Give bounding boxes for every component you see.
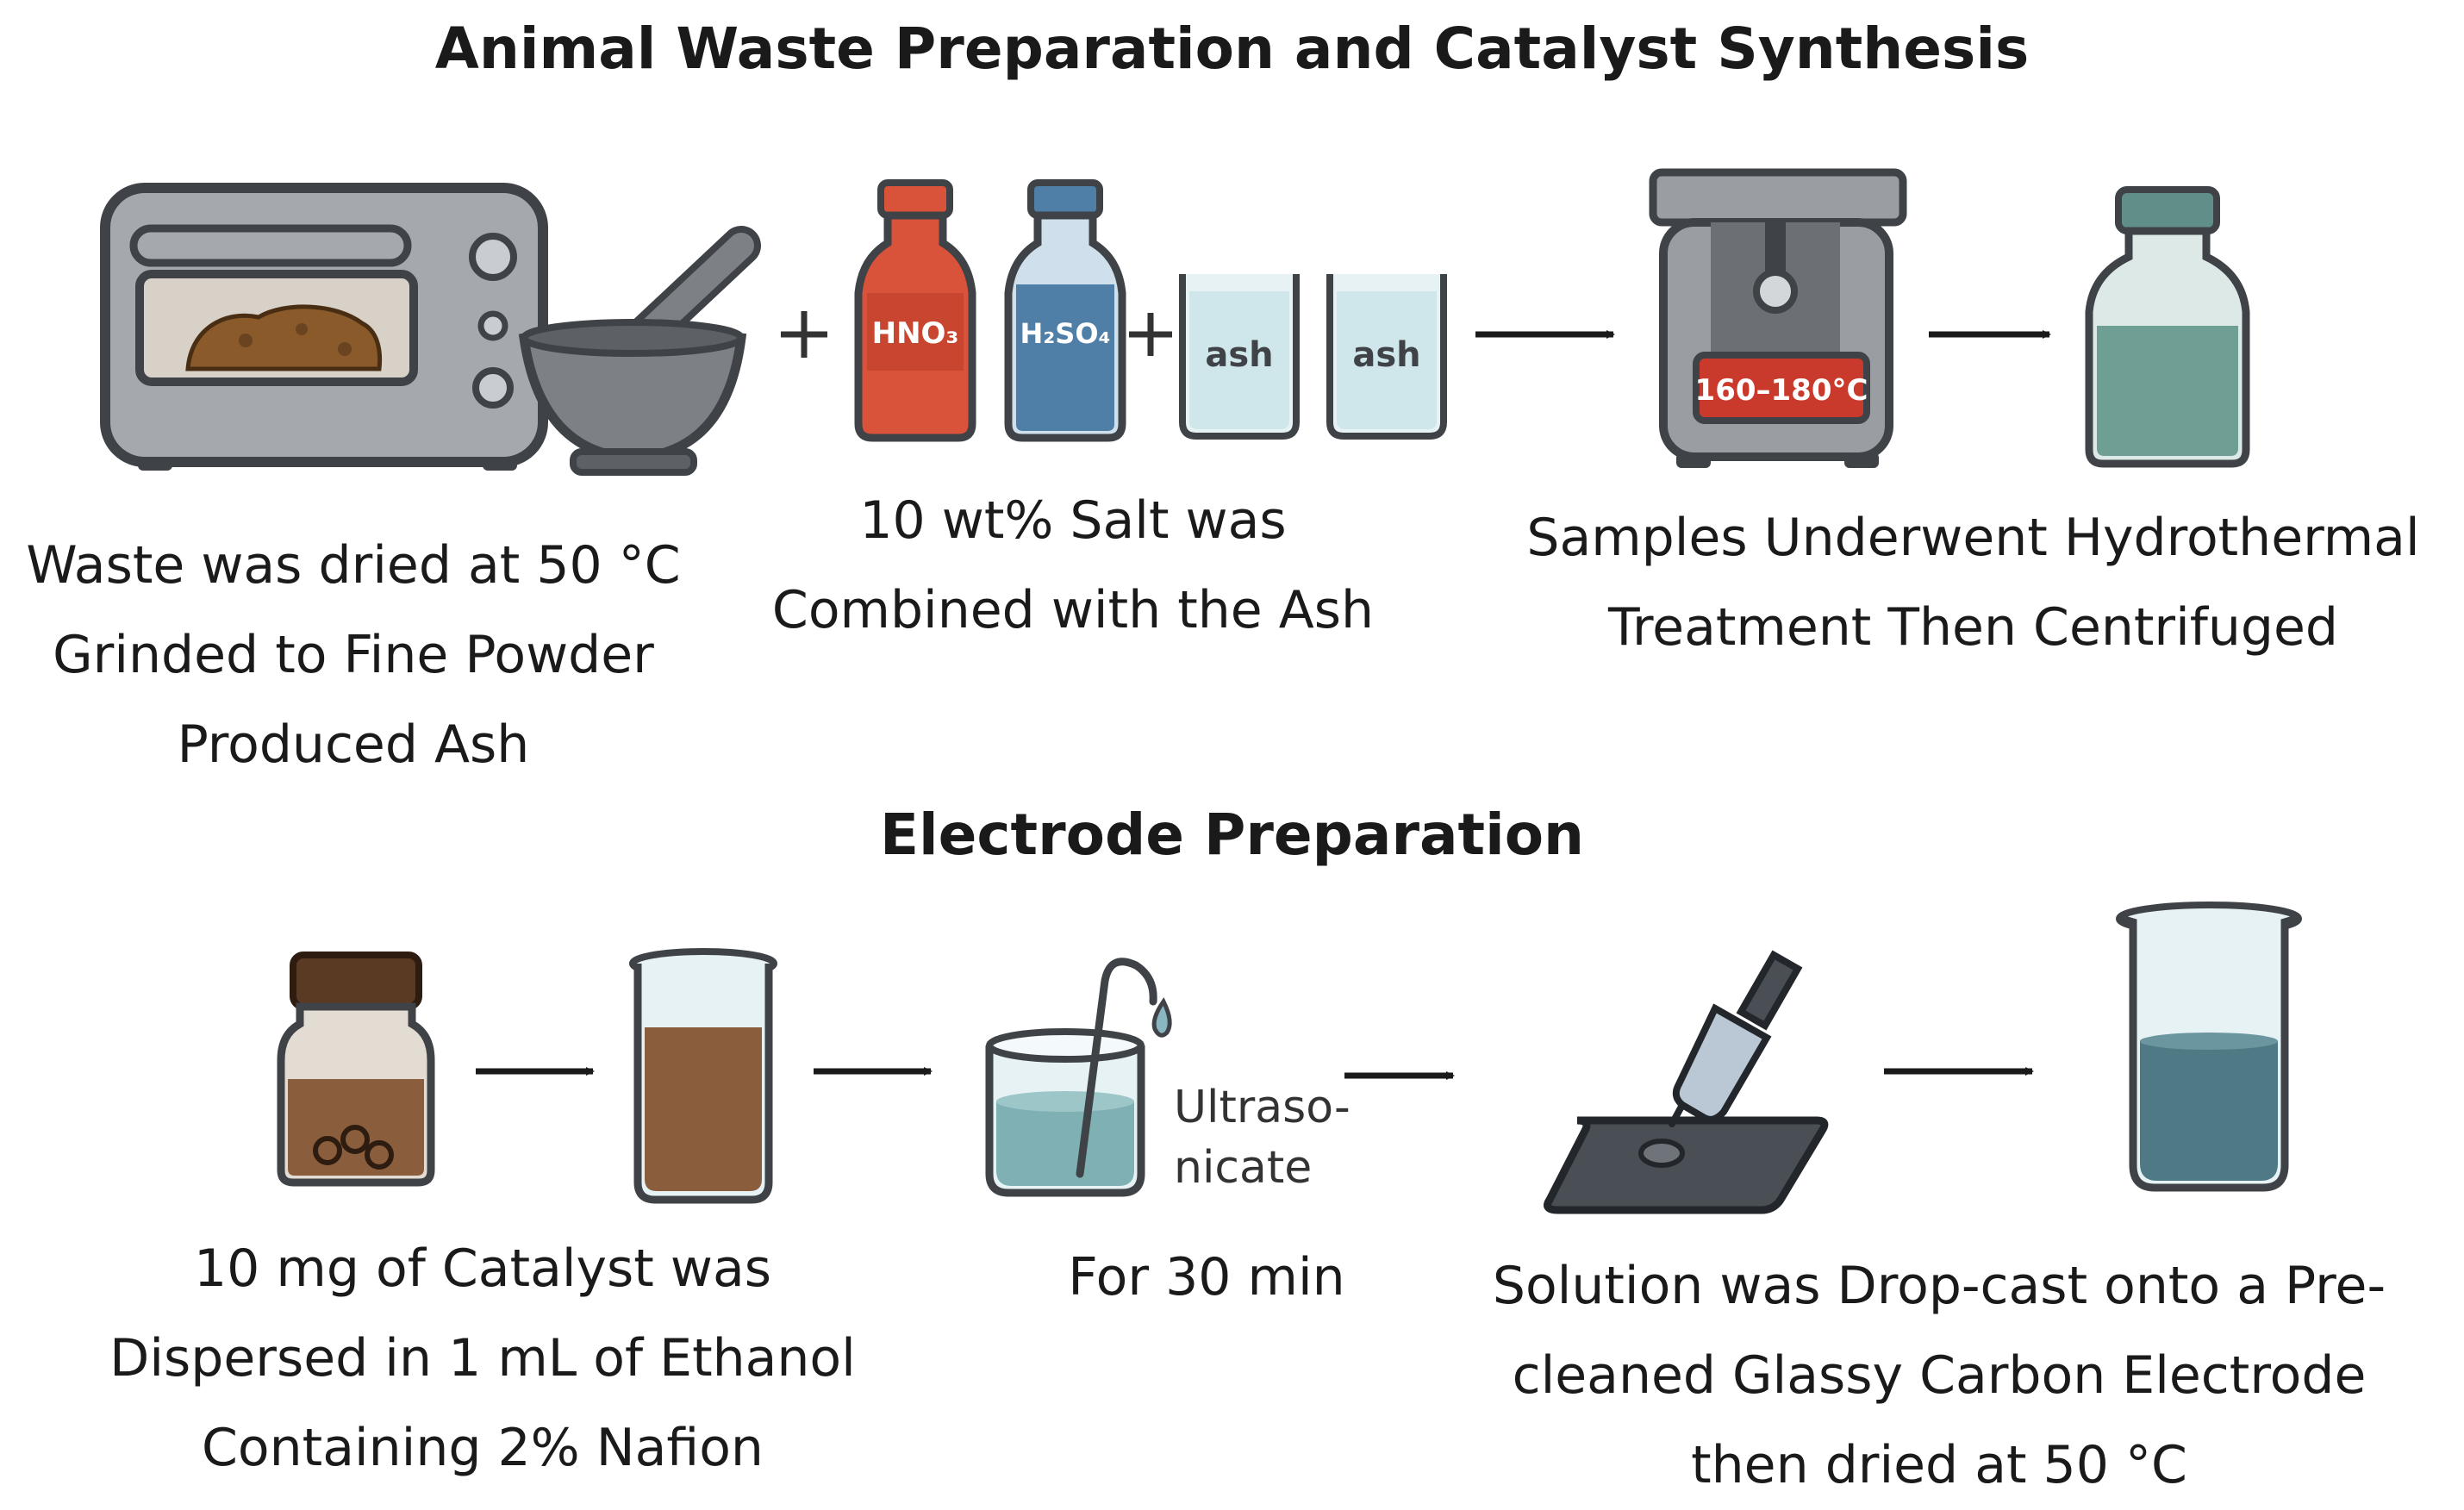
step-caption-drying: Waste was dried at 50 °C Grinded to Fine… (0, 521, 707, 789)
caption-line: Solution was Drop-cast onto a Pre- (1492, 1256, 2386, 1316)
caption-line: 10 mg of Catalyst was (193, 1239, 772, 1299)
hno3-bottle-icon: HNO₃ (854, 179, 976, 442)
h2so4-bottle-icon: H₂SO₄ (1004, 179, 1126, 442)
step-caption-sonication: For 30 min (991, 1232, 1422, 1322)
caption-line: Grinded to Fine Powder (53, 625, 654, 685)
step-caption-dispersion: 10 mg of Catalyst was Dispersed in 1 mL … (52, 1224, 914, 1493)
section-title-electrode-preparation: Electrode Preparation (879, 802, 1585, 868)
ash-label: ash (1352, 335, 1420, 375)
dispersion-beaker-icon (629, 948, 777, 1204)
caption-line: Samples Underwent Hydrothermal (1526, 508, 2420, 568)
step-caption-salt-combination: 10 wt% Salt was Combined with the Ash (715, 476, 1431, 655)
glassy-carbon-electrode-icon (1544, 1116, 1829, 1214)
caption-line: 10 wt% Salt was (859, 490, 1287, 551)
caption-line: For 30 min (1068, 1247, 1345, 1307)
product-bottle-icon (2085, 186, 2250, 468)
caption-line: cleaned Glassy Carbon Electrode (1512, 1345, 2367, 1406)
ash-beaker-icon: ash (1326, 274, 1447, 440)
plus-icon (1129, 313, 1172, 356)
caption-line: Waste was dried at 50 °C (26, 535, 681, 596)
mortar-and-pestle-icon (518, 226, 761, 476)
ultrasonicate-label-line2: nicate (1174, 1142, 1312, 1194)
caption-line: Dispersed in 1 mL of Ethanol (109, 1328, 856, 1388)
plus-icon (781, 311, 827, 358)
ultrasonic-bath-icon (985, 958, 1172, 1197)
caption-line: Produced Ash (177, 714, 530, 775)
caption-line: Treatment Then Centrifuged (1607, 597, 2338, 658)
hno3-label: HNO₃ (872, 316, 959, 351)
catalyst-jar-icon (277, 952, 435, 1187)
caption-line: then dried at 50 °C (1691, 1435, 2187, 1495)
dropper-icon (1669, 950, 1803, 1127)
h2so4-label: H₂SO₄ (1020, 317, 1110, 350)
ash-label: ash (1205, 335, 1273, 375)
temperature-label: 160–180°C (1695, 373, 1868, 408)
caption-line: Containing 2% Nafion (202, 1418, 764, 1478)
caption-line: Combined with the Ash (771, 580, 1375, 640)
final-solution-beaker-icon (2116, 902, 2302, 1192)
step-caption-hydrothermal: Samples Underwent Hydrothermal Treatment… (1482, 493, 2464, 672)
section-title-catalyst-synthesis: Animal Waste Preparation and Catalyst Sy… (434, 16, 2030, 82)
ash-beaker-icon: ash (1179, 274, 1300, 440)
hydrothermal-reactor-icon: 160–180°C (1649, 168, 1907, 468)
step-caption-drop-casting: Solution was Drop-cast onto a Pre- clean… (1431, 1241, 2448, 1510)
oven-icon (100, 183, 548, 471)
ultrasonicate-label-line1: Ultraso- (1174, 1082, 1351, 1133)
